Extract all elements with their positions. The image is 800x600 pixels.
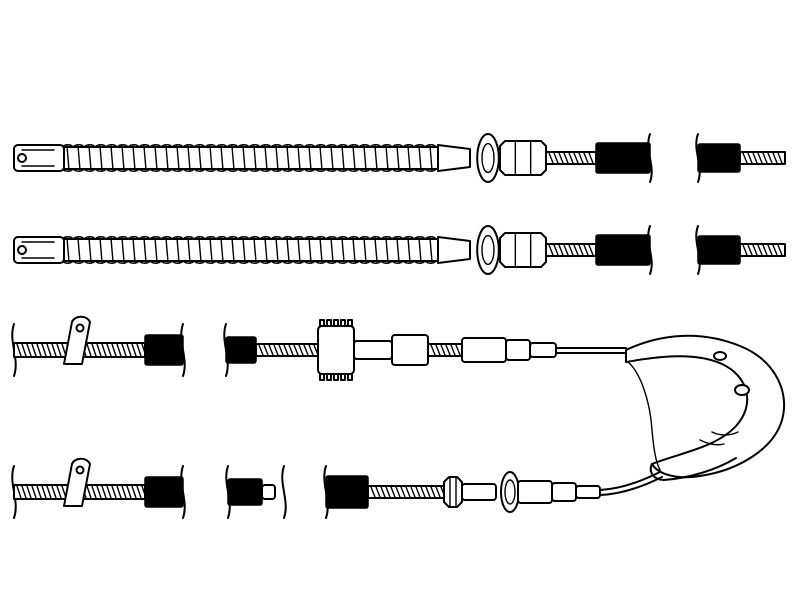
guide-hole: [734, 384, 750, 396]
thread-marks: [258, 344, 319, 356]
thread-marks: [742, 244, 783, 256]
rubber-sleeve: [595, 142, 651, 174]
ferrule: [261, 484, 276, 500]
washer-inner: [481, 234, 495, 266]
rubber-sleeve: [227, 478, 263, 506]
cone-ferrule: [437, 236, 471, 264]
ferrule: [505, 339, 531, 361]
rubber-sleeve: [595, 234, 651, 266]
spring-coils: [61, 236, 437, 264]
spring-coils: [61, 144, 437, 172]
cable-3: [11, 315, 627, 381]
eyelet-end: [13, 144, 65, 172]
u-shaped-cable-guide: [625, 334, 786, 481]
castellated-nut: [317, 325, 355, 375]
cable-2: [13, 225, 786, 275]
break-mark: [647, 225, 653, 275]
guide-inner-edge: [627, 361, 661, 471]
washer: [500, 471, 520, 513]
thread-marks: [548, 152, 594, 164]
break-mark: [180, 465, 186, 519]
break-mark: [180, 323, 186, 377]
cable-4: [11, 457, 663, 519]
cable-1: [13, 133, 786, 183]
ferrule: [461, 483, 497, 501]
rubber-sleeve: [697, 143, 741, 173]
bracket-hole: [75, 465, 85, 475]
ferrule: [517, 480, 553, 504]
thread-marks: [742, 152, 783, 164]
ferrule: [391, 334, 429, 366]
hex-nut: [499, 140, 547, 176]
thread-marks: [370, 486, 446, 498]
break-mark: [281, 465, 287, 519]
eyelet-end: [13, 236, 65, 264]
guide-texture: [699, 431, 739, 446]
eyelet-hole: [17, 245, 27, 255]
inner-wire: [599, 471, 661, 491]
bracket-hole: [75, 323, 85, 333]
guide-hole: [713, 351, 727, 361]
ferrule: [529, 342, 557, 358]
ferrule: [575, 485, 601, 499]
rubber-sleeve: [697, 235, 741, 265]
hex-nut: [499, 232, 547, 268]
eyelet-hole: [17, 153, 27, 163]
rubber-sleeve: [144, 334, 184, 366]
rubber-sleeve: [325, 475, 369, 509]
thread-marks: [548, 244, 594, 256]
washer: [476, 133, 500, 183]
ferrule: [353, 340, 393, 360]
rubber-sleeve: [144, 476, 184, 508]
washer-inner: [481, 142, 495, 174]
rubber-sleeve: [225, 336, 257, 364]
guide-body: [625, 334, 786, 479]
guide-lower-lip: [649, 457, 737, 481]
inner-wire: [599, 476, 663, 496]
ferrule: [551, 482, 577, 502]
hex-nut: [443, 476, 463, 508]
break-mark: [647, 133, 653, 183]
washer-inner: [504, 479, 516, 505]
washer: [476, 225, 500, 275]
cone-ferrule: [437, 144, 471, 172]
thread-marks: [430, 344, 461, 356]
nut-castellations: [319, 319, 353, 381]
ferrule: [461, 337, 507, 363]
